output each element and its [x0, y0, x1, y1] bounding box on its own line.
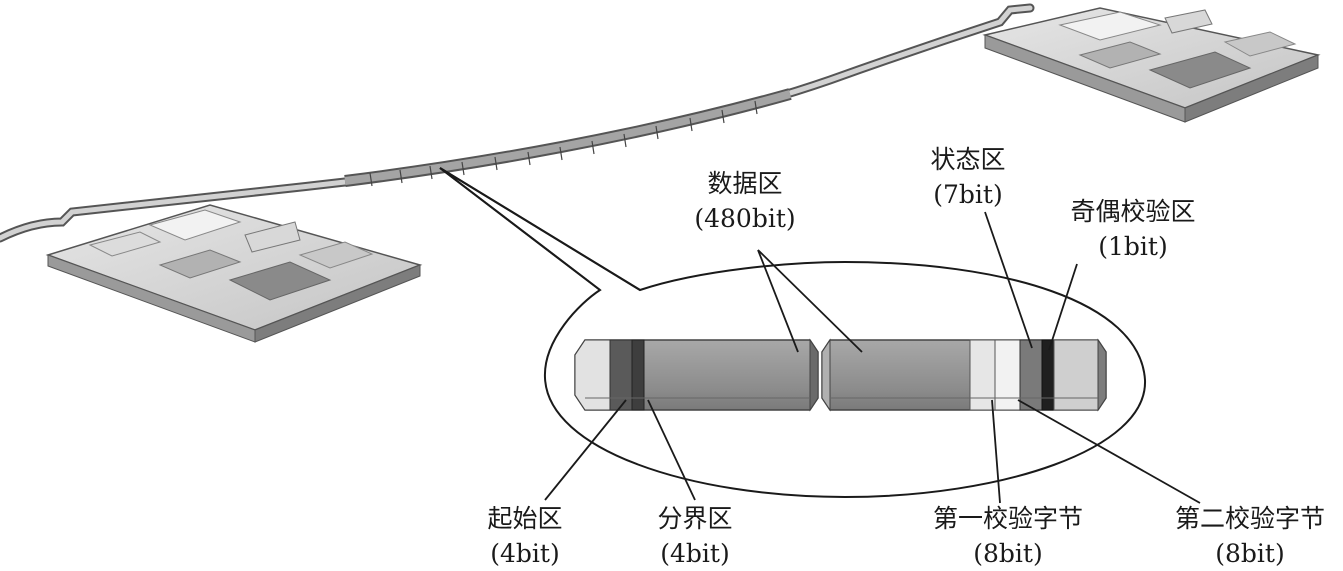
right-circuit-board	[982, 7, 1321, 123]
label-start-field: 起始区 (4bit)	[487, 504, 562, 568]
frame-block-right	[821, 338, 1107, 412]
start-field-name: 起始区	[487, 504, 562, 533]
status-field-name: 状态区	[930, 145, 1005, 174]
status-field-bits: (7bit)	[933, 180, 1002, 209]
frame-block-left	[574, 338, 819, 412]
label-parity-field: 奇偶校验区 (1bit)	[1070, 197, 1195, 261]
check-byte-1-name: 第一校验字节	[933, 504, 1083, 533]
data-field-name: 数据区	[707, 169, 782, 198]
check-byte-1-bits: (8bit)	[973, 539, 1042, 568]
leader-lines	[544, 211, 1201, 504]
cable	[0, 3, 1035, 243]
parity-field-bits: (1bit)	[1098, 232, 1167, 261]
zoom-callout	[439, 167, 1147, 499]
check-byte-2-name: 第二校验字节	[1175, 504, 1325, 533]
delimiter-field-bits: (4bit)	[660, 539, 729, 568]
left-circuit-board	[45, 204, 423, 343]
start-field-bits: (4bit)	[490, 539, 559, 568]
data-field-bits: (480bit)	[694, 204, 795, 233]
status-field-segment	[1019, 339, 1043, 411]
label-data-field: 数据区 (480bit)	[694, 169, 795, 233]
label-status-field: 状态区 (7bit)	[930, 145, 1005, 209]
frame-bar	[574, 338, 1107, 412]
parity-field-segment	[1041, 339, 1055, 411]
check-byte-2-bits: (8bit)	[1215, 539, 1284, 568]
label-check-byte-2: 第二校验字节 (8bit)	[1175, 504, 1325, 568]
delimiter-field-segment	[631, 339, 645, 411]
label-check-byte-1: 第一校验字节 (8bit)	[933, 504, 1083, 568]
parity-field-name: 奇偶校验区	[1070, 197, 1195, 226]
check-byte-1-segment	[969, 339, 996, 411]
label-delimiter-field: 分界区 (4bit)	[657, 504, 732, 568]
check-byte-2-segment	[994, 339, 1021, 411]
delimiter-field-name: 分界区	[657, 504, 732, 533]
start-field-segment	[609, 339, 633, 411]
